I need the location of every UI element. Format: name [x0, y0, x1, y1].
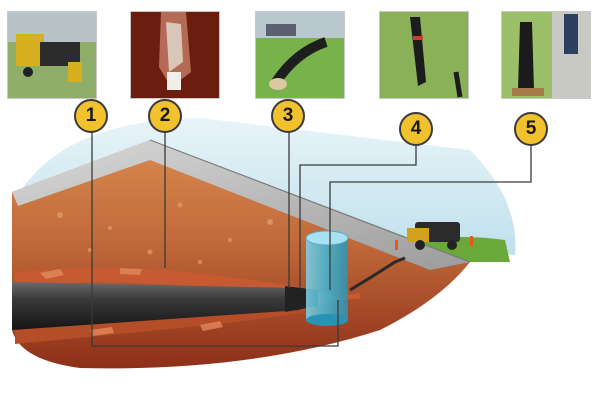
leader-lines [91, 132, 532, 347]
old-pipe-upper [15, 267, 305, 298]
marker-4: 4 [399, 112, 433, 146]
marker-2: 2 [148, 99, 182, 133]
marker-3: 3 [271, 99, 305, 133]
marker-1: 1 [74, 99, 108, 133]
road-surface-slab [12, 140, 470, 270]
pull-machine-photo [8, 12, 96, 98]
launch-pit-photo [502, 12, 590, 98]
rig-machine [407, 222, 460, 250]
new-pipe-hdpe [12, 282, 300, 330]
hdpe-pipe-photo [380, 12, 468, 98]
cracked-pipe-photo [131, 12, 219, 98]
marker-5: 5 [514, 112, 548, 146]
expander-head-photo [256, 12, 344, 98]
launch-pit [305, 230, 349, 326]
cable-to-rig [349, 256, 406, 292]
